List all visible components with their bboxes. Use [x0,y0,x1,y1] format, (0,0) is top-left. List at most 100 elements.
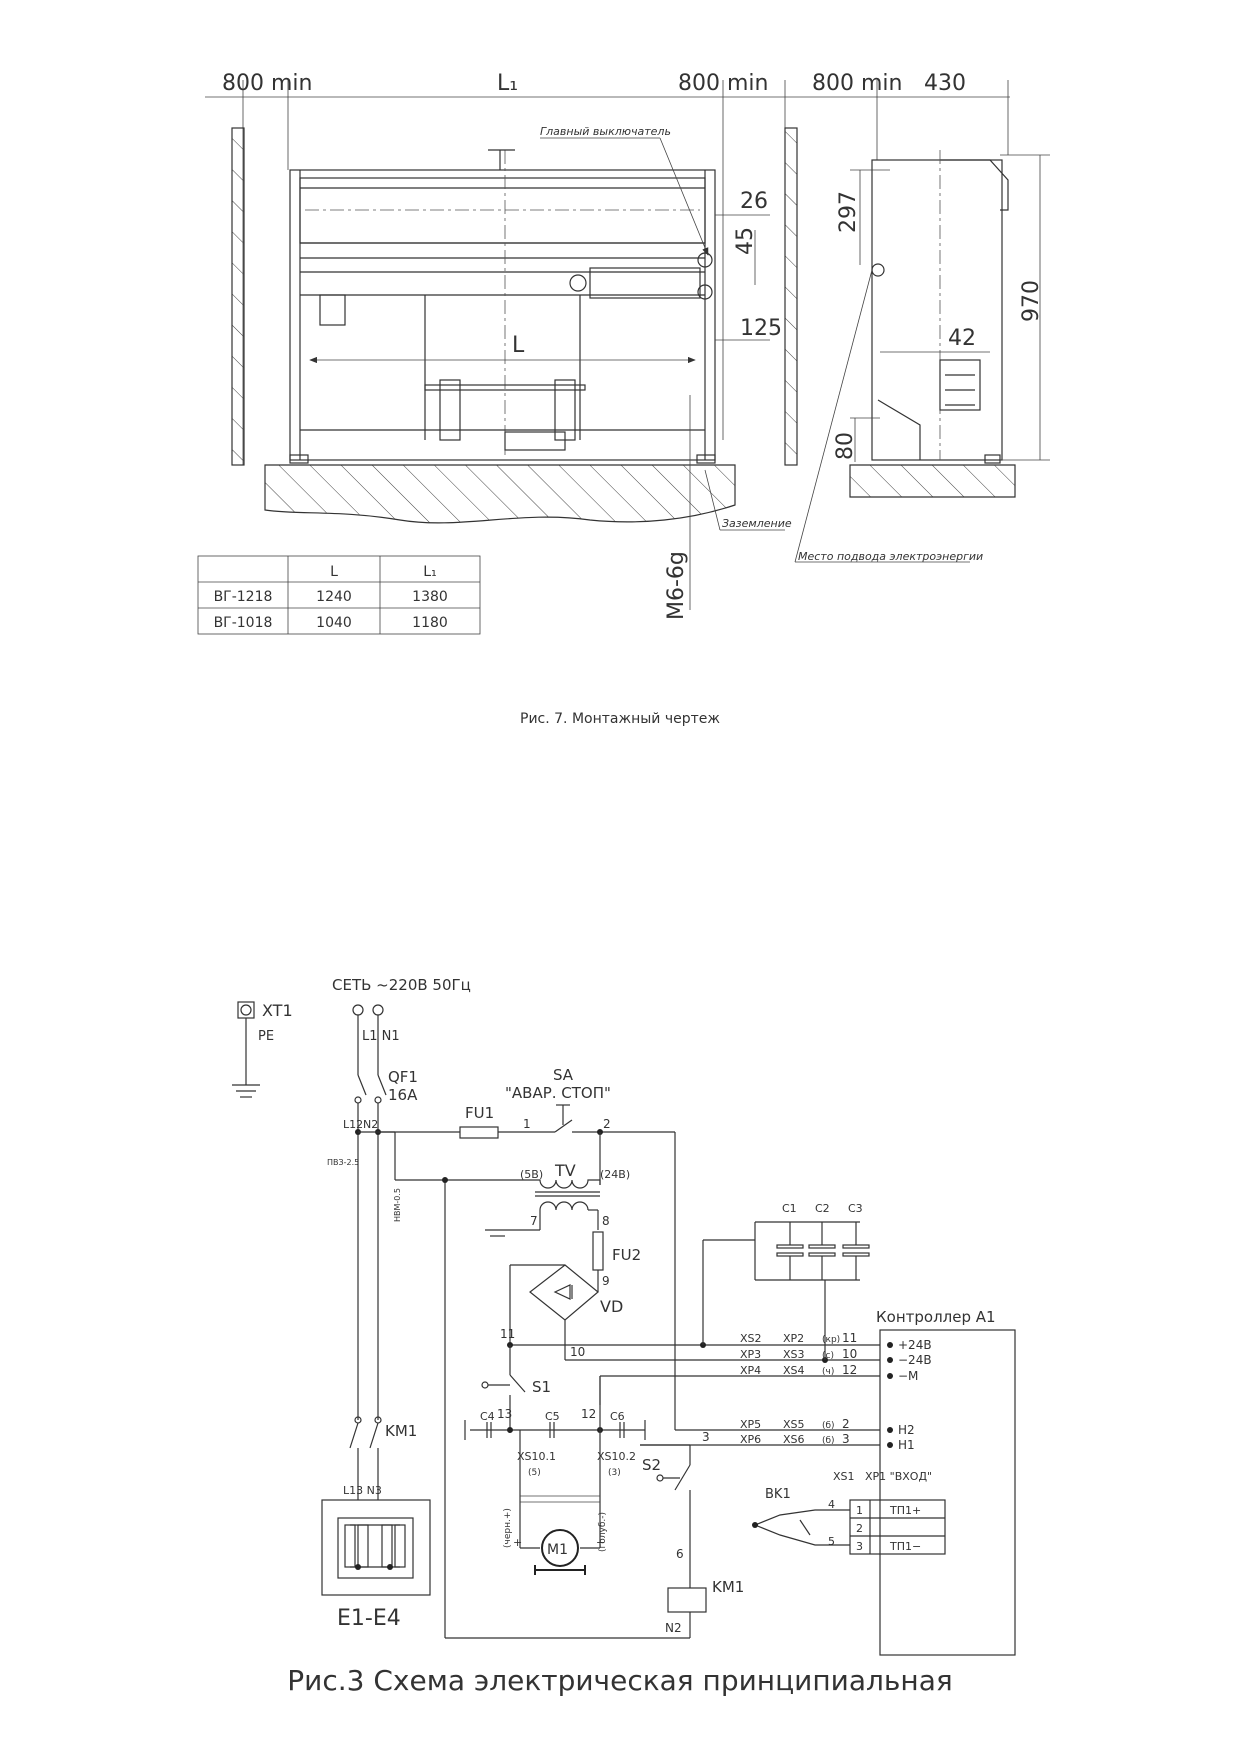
table-header-l1: L₁ [423,564,436,580]
right-wall [784,127,798,466]
conn-wire: (кр) [822,1335,840,1345]
dim-side-depth: 430 [924,71,966,96]
wire-7: 7 [530,1214,538,1228]
km1-coil-label: KM1 [712,1578,744,1596]
conn-xp: XS5 [783,1418,805,1431]
wire-9: 9 [602,1274,610,1288]
sa-name: "АВАР. СТОП" [505,1084,611,1102]
dim-26: 26 [740,189,768,214]
dim-l1: L₁ [497,71,518,96]
table-cell: 1380 [412,589,448,605]
tp-num: 2 [856,1522,863,1535]
table-cell: ВГ-1218 [214,589,273,605]
thread-m6: M6-6g [664,551,689,620]
wire-8: 8 [602,1214,610,1228]
wire-10: 10 [570,1345,585,1359]
conn-xs: XP5 [740,1418,761,1431]
e1-e4-label: E1-E4 [337,1606,401,1631]
tp-num: 1 [856,1504,863,1517]
xs1-label: XS1 [833,1470,855,1483]
capacitor-c2 [808,1222,836,1280]
wire-3: 3 [702,1430,710,1444]
table-cell: 1040 [316,615,352,631]
conn-num: 2 [842,1417,850,1431]
main-switch-label: Главный выключатель [540,125,671,138]
conn-xs: XP3 [740,1348,761,1361]
wire-12: 12 [581,1407,596,1421]
m1-minus: − [596,1536,605,1549]
l12-label: L12 [343,1118,363,1131]
dim-length-l: L [512,333,525,358]
motor-m1 [541,1529,579,1567]
controller-a1 [879,1329,1016,1656]
tv-label: TV [554,1161,576,1180]
connector-row: XP3 XS3 (с) 10 −24В [740,1347,932,1367]
floor-front [264,464,736,524]
wire-4: 4 [828,1498,835,1511]
s1-label: S1 [532,1378,551,1396]
conn-xp: XS6 [783,1433,805,1446]
left-wall [231,127,245,466]
p3-label: (3) [608,1468,621,1478]
wire-11: 11 [500,1327,515,1341]
m1-plus: + [513,1536,522,1549]
electrical-schematic: СЕТЬ ~220В 50Гц XT1 PE L1 N1 QF1 16A L12… [232,976,1016,1697]
xt1-label: XT1 [262,1001,293,1020]
conn-xp: XS4 [783,1364,805,1377]
c2-label: C2 [815,1202,830,1215]
wire-6: 6 [676,1547,684,1561]
xp1-label: XP1 "ВХОД" [865,1470,932,1483]
dim-970: 970 [1019,280,1044,322]
conn-xs: XP4 [740,1364,761,1377]
dim-side-clearance: 800 min [812,71,902,96]
conn-xp: XS3 [783,1348,805,1361]
c3-label: C3 [848,1202,863,1215]
conn-num: 11 [842,1331,857,1345]
conn-num: 10 [842,1347,857,1361]
power-entry-label: Место подвода электроэнергии [798,550,983,563]
dim-80: 80 [833,432,858,460]
conn-signal: −24В [898,1353,932,1367]
mounting-drawing: 800 min L₁ 800 min 800 min 430 [197,71,1050,727]
xs101-label: XS10.1 [517,1450,556,1463]
dim-right-clearance: 800 min [678,71,768,96]
qf1-rating: 16A [388,1086,418,1104]
c1-label: C1 [782,1202,797,1215]
xp1-terminal-block: 1 2 3 ТП1+ ТП1− [849,1499,946,1555]
conn-signal: −M [898,1369,918,1383]
nvm-label: НВМ-0.5 [393,1188,402,1222]
fu1-label: FU1 [465,1104,494,1122]
machine-side-view [849,150,1016,498]
conn-xp: XP2 [783,1332,804,1345]
table-cell: 1240 [316,589,352,605]
figure-7-caption: Рис. 7. Монтажный чертеж [520,711,720,727]
wire-2: 2 [603,1117,611,1131]
wire-13: 13 [497,1407,512,1421]
cher-label: (черн.+) [503,1508,513,1548]
conn-num: 12 [842,1363,857,1377]
dim-297: 297 [836,191,861,233]
dim-125: 125 [740,316,782,341]
p5-label: (5) [528,1468,541,1478]
table-cell: ВГ-1018 [214,615,273,631]
km1-coil [667,1587,707,1613]
fu1-fuse [459,1126,499,1139]
capacitor-c1 [776,1222,804,1280]
conn-signal: +24В [898,1338,932,1352]
conn-xs: XS2 [740,1332,762,1345]
sa-label: SA [553,1066,574,1084]
c4-label: C4 [480,1410,495,1423]
controller-label: Контроллер A1 [876,1308,996,1326]
l13-n3-label: L13 N3 [343,1484,382,1497]
conn-xs: XP6 [740,1433,761,1446]
n2-bottom-label: N2 [665,1621,682,1635]
c6-label: C6 [610,1410,625,1423]
c5-label: C5 [545,1410,560,1423]
connector-row: XP4 XS4 (ч) 12 −M [740,1363,918,1383]
fu2-label: FU2 [612,1246,641,1264]
pe-label: PE [258,1029,274,1044]
connector-row: XP6 XS6 (б) 3 H1 [740,1432,915,1452]
conn-wire: (б) [822,1421,835,1431]
connector-row: XS2 XP2 (кр) 11 +24В [740,1331,932,1352]
dim-45: 45 [733,227,758,255]
